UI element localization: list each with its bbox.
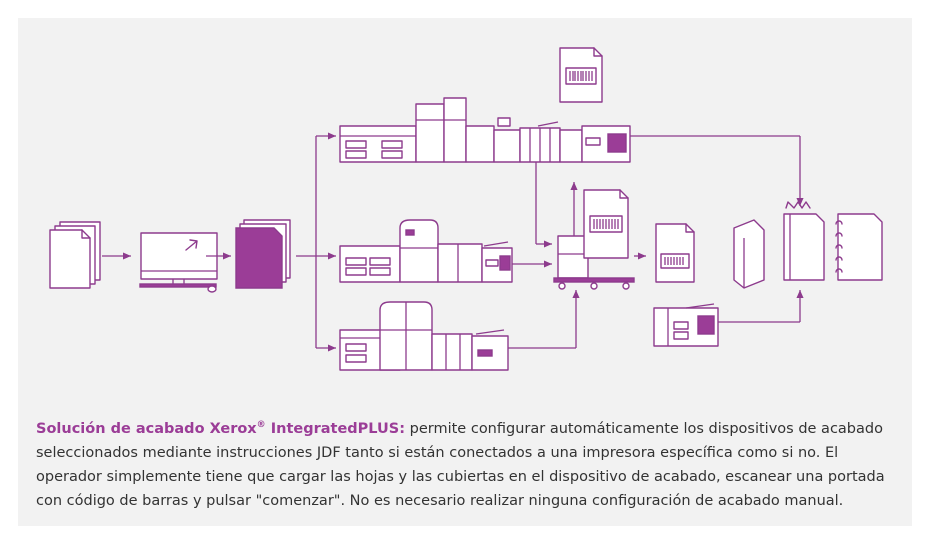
- caption-title: Solución de acabado Xerox® IntegratedPLU…: [36, 420, 406, 437]
- workflow-diagram: [49, 47, 883, 371]
- production-printer-bottom: [339, 301, 509, 371]
- offline-finisher-icon: [653, 303, 719, 347]
- production-printer-middle: [339, 219, 513, 283]
- content-panel: Solución de acabado Xerox® IntegratedPLU…: [18, 18, 912, 526]
- production-printer-top: [339, 97, 631, 163]
- workstation-icon: [139, 232, 218, 293]
- barcode-cover-sheet-icon: [655, 223, 695, 283]
- barcode-sheet-icon: [559, 47, 603, 103]
- finished-products-icon: [733, 201, 883, 289]
- barcode-scanner-cart-icon: [553, 182, 635, 290]
- caption-text: Solución de acabado Xerox® IntegratedPLU…: [36, 413, 906, 513]
- print-file-stack-icon: [235, 219, 291, 289]
- document-stack-icon: [49, 221, 101, 289]
- caption-body: permite configurar automáticamente los d…: [36, 420, 885, 509]
